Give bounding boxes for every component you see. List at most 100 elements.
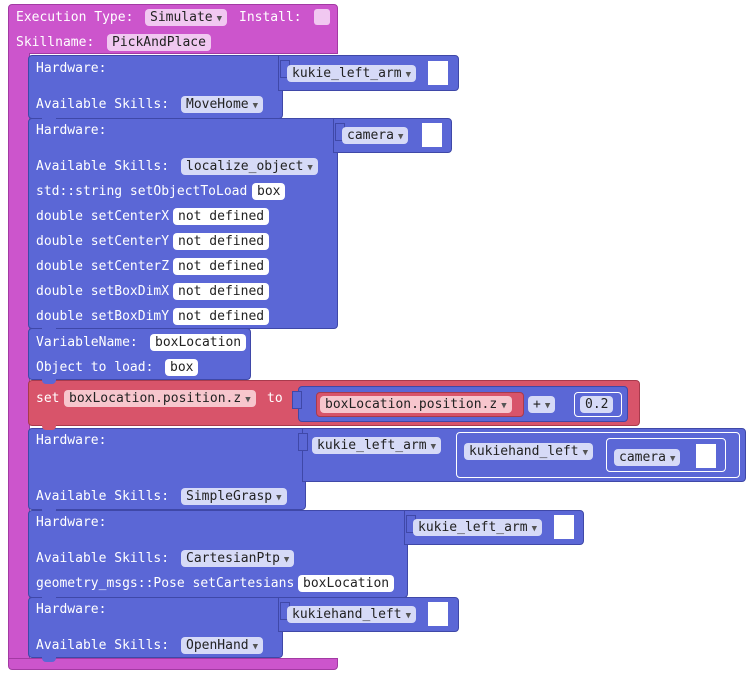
skill-value: OpenHand xyxy=(186,638,249,653)
hardware-label: Hardware: xyxy=(36,515,107,530)
available-skills-label: Available Skills: xyxy=(36,551,170,566)
set-variable-value: boxLocation.position.z xyxy=(69,391,242,406)
chevron-down-icon: ▼ xyxy=(405,70,411,80)
input-connector xyxy=(292,391,302,409)
input-socket xyxy=(428,61,448,85)
statement-connector xyxy=(42,425,56,430)
chevron-down-icon: ▼ xyxy=(216,14,223,24)
hardware-value: camera xyxy=(619,450,666,465)
skill-dropdown[interactable]: CartesianPtp▼ xyxy=(181,550,295,567)
available-skills-label: Available Skills: xyxy=(36,489,170,504)
hardware-dropdown[interactable]: camera▼ xyxy=(342,127,409,144)
root-statement-rail xyxy=(8,53,30,659)
to-label: to xyxy=(267,391,283,406)
hardware-dropdown[interactable]: kukiehand_left▼ xyxy=(287,606,416,623)
variable-name-value: boxLocation xyxy=(155,335,242,350)
skill-value: SimpleGrasp xyxy=(186,489,273,504)
hardware-value: kukie_left_arm xyxy=(292,66,402,81)
chevron-down-icon: ▼ xyxy=(544,401,551,411)
execution-type-value: Simulate xyxy=(150,10,213,25)
chevron-down-icon: ▼ xyxy=(252,642,259,652)
input-connector xyxy=(298,433,308,451)
param-label: double setBoxDimX xyxy=(36,284,170,299)
object-to-load-label: Object to load: xyxy=(36,360,154,375)
skill-dropdown[interactable]: localize_object▼ xyxy=(181,158,318,175)
install-label: Install: xyxy=(239,10,302,25)
param-field[interactable]: not defined xyxy=(173,283,270,300)
hardware-value: kukie_left_arm xyxy=(317,438,427,453)
param-field[interactable]: boxLocation xyxy=(298,575,395,592)
chevron-down-icon: ▼ xyxy=(531,524,537,534)
hardware-label: Hardware: xyxy=(36,602,107,617)
object-to-load-value: box xyxy=(170,360,194,375)
number-value: 0.2 xyxy=(585,397,609,412)
variable-name-label: VariableName: xyxy=(36,335,138,350)
param-field[interactable]: not defined xyxy=(173,208,270,225)
chevron-down-icon: ▼ xyxy=(307,163,313,173)
param-label: double setCenterZ xyxy=(36,259,170,274)
param-label: std::string setObjectToLoad xyxy=(36,184,248,199)
skillname-value: PickAndPlace xyxy=(112,35,206,50)
install-checkbox[interactable] xyxy=(314,9,330,25)
input-socket xyxy=(428,602,448,626)
hardware-value: kukiehand_left xyxy=(469,444,579,459)
input-socket xyxy=(422,123,442,147)
execution-type-label: Execution Type: xyxy=(16,10,134,25)
hardware-dropdown[interactable]: kukie_left_arm▼ xyxy=(413,519,542,536)
statement-connector xyxy=(42,509,56,514)
chevron-down-icon: ▼ xyxy=(669,454,676,464)
chevron-down-icon: ▼ xyxy=(405,611,411,621)
param-value: not defined xyxy=(178,259,265,274)
skillname-field[interactable]: PickAndPlace xyxy=(107,34,211,51)
statement-connector xyxy=(42,597,56,602)
getter-variable-dropdown[interactable]: boxLocation.position.z▼ xyxy=(320,396,512,413)
getter-variable-value: boxLocation.position.z xyxy=(325,397,498,412)
operator-dropdown[interactable]: +▼ xyxy=(528,396,556,413)
param-value: not defined xyxy=(178,309,265,324)
statement-connector xyxy=(42,118,56,123)
hardware-dropdown[interactable]: kukie_left_arm▼ xyxy=(287,65,416,82)
param-field[interactable]: not defined xyxy=(173,233,270,250)
param-field[interactable]: not defined xyxy=(173,308,270,325)
chevron-down-icon: ▼ xyxy=(252,101,259,111)
skill-value: CartesianPtp xyxy=(186,551,280,566)
chevron-down-icon: ▼ xyxy=(283,555,290,565)
hardware-dropdown[interactable]: camera▼ xyxy=(614,449,681,466)
statement-connector xyxy=(42,657,56,662)
skill-dropdown[interactable]: SimpleGrasp▼ xyxy=(181,488,287,505)
skill-dropdown[interactable]: MoveHome▼ xyxy=(181,96,264,113)
param-label: double setCenterX xyxy=(36,209,170,224)
hardware-value: kukie_left_arm xyxy=(418,520,528,535)
hardware-label: Hardware: xyxy=(36,61,107,76)
object-to-load-field[interactable]: box xyxy=(165,359,199,376)
root-block-footer xyxy=(8,658,338,670)
set-variable-dropdown[interactable]: boxLocation.position.z▼ xyxy=(64,390,256,407)
param-label: geometry_msgs::Pose setCartesians xyxy=(36,576,295,591)
number-field[interactable]: 0.2 xyxy=(580,396,614,413)
param-label: double setBoxDimY xyxy=(36,309,170,324)
set-label: set xyxy=(36,391,60,406)
param-value: boxLocation xyxy=(303,576,390,591)
hardware-dropdown[interactable]: kukiehand_left▼ xyxy=(464,443,593,460)
chevron-down-icon: ▼ xyxy=(397,132,404,142)
operator-value: + xyxy=(533,397,541,412)
param-field[interactable]: box xyxy=(252,183,286,200)
available-skills-label: Available Skills: xyxy=(36,159,170,174)
statement-connector xyxy=(42,379,56,384)
execution-type-dropdown[interactable]: Simulate▼ xyxy=(145,9,228,26)
chevron-down-icon: ▼ xyxy=(430,442,436,452)
input-socket xyxy=(696,444,716,468)
param-field[interactable]: not defined xyxy=(173,258,270,275)
hardware-value: kukiehand_left xyxy=(292,607,402,622)
skill-value: localize_object xyxy=(186,159,304,174)
chevron-down-icon: ▼ xyxy=(276,493,282,503)
variable-name-field[interactable]: boxLocation xyxy=(150,334,247,351)
hardware-dropdown[interactable]: kukie_left_arm▼ xyxy=(312,437,441,454)
param-value: box xyxy=(257,184,281,199)
skillname-label: Skillname: xyxy=(16,35,95,50)
skill-dropdown[interactable]: OpenHand▼ xyxy=(181,637,264,654)
available-skills-label: Available Skills: xyxy=(36,638,170,653)
param-label: double setCenterY xyxy=(36,234,170,249)
chevron-down-icon: ▼ xyxy=(245,395,251,405)
statement-connector xyxy=(42,328,56,333)
